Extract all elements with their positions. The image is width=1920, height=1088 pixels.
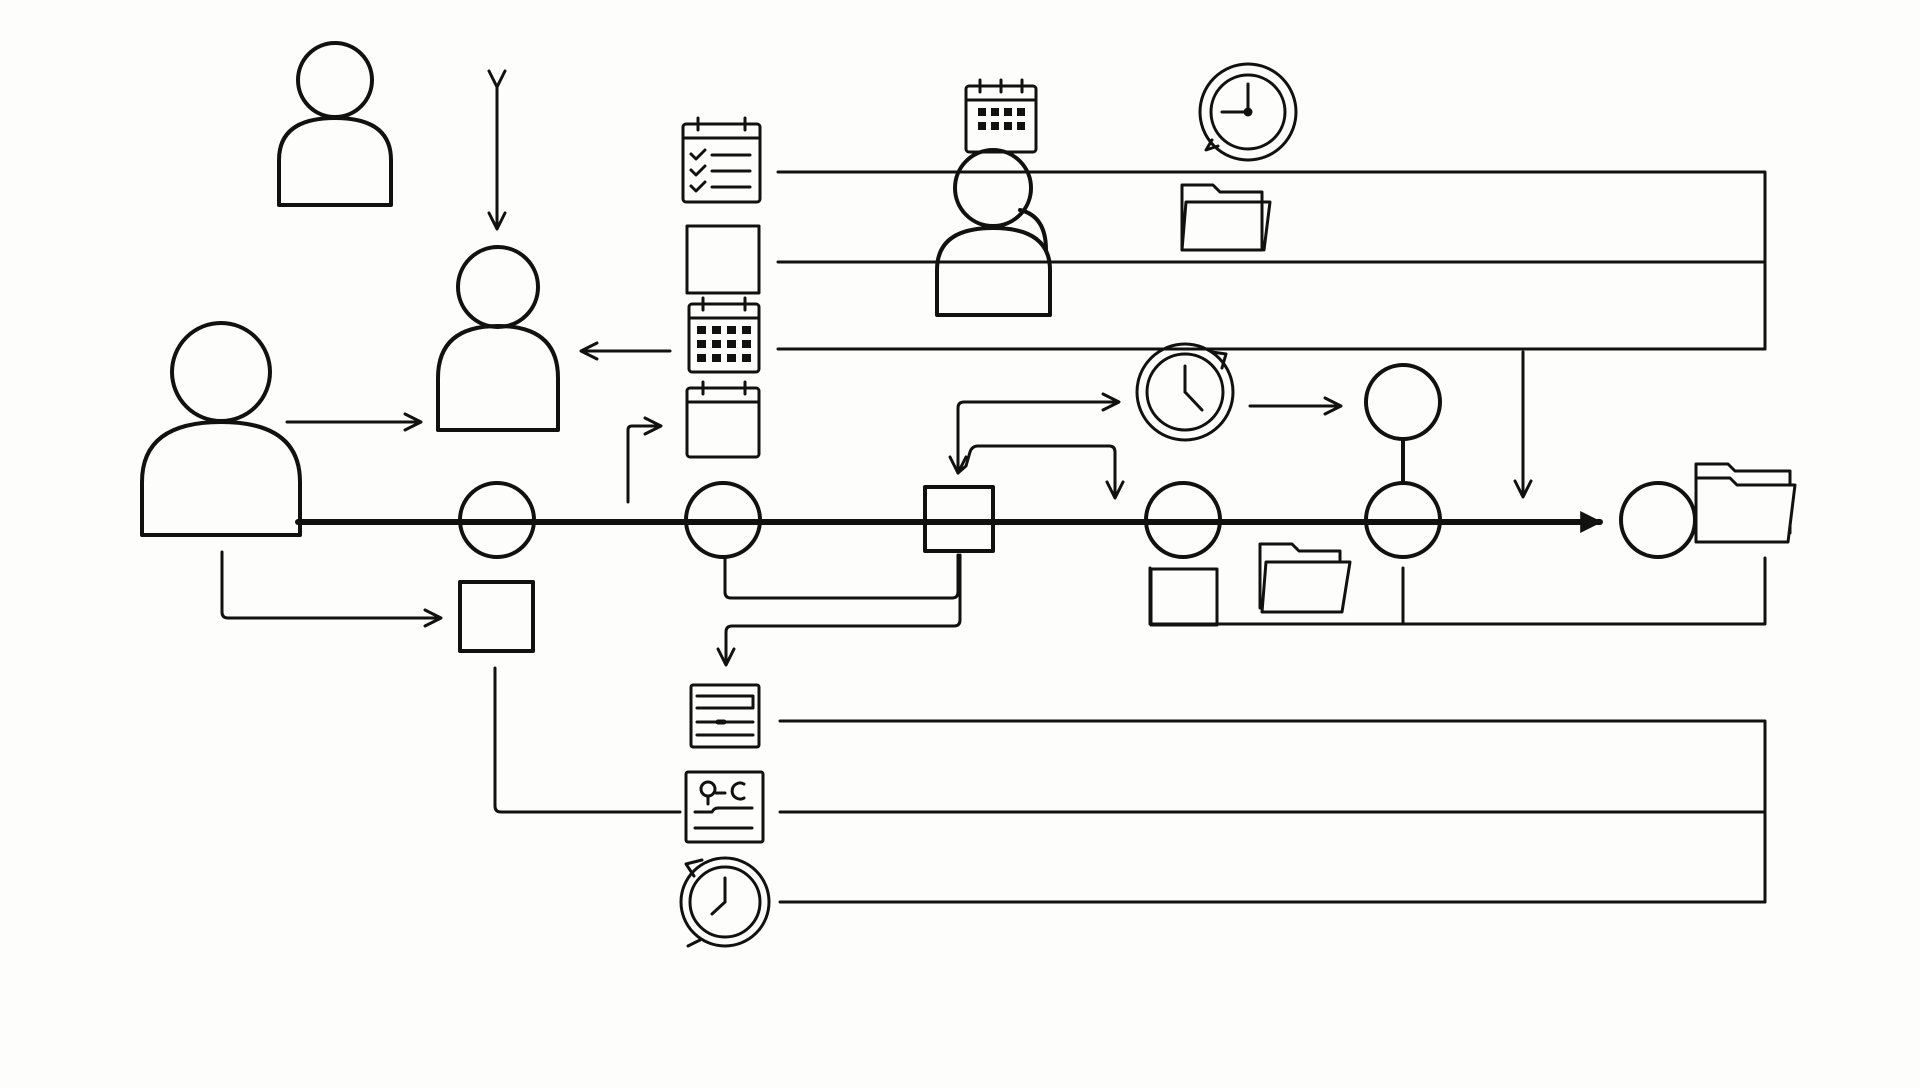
calendar-icon (685, 380, 761, 459)
document-icon (684, 770, 765, 844)
circle-node-4 (1364, 481, 1442, 559)
person-icon (277, 41, 393, 207)
gateway-square (923, 485, 995, 553)
clock-icon (1198, 62, 1298, 162)
square-icon (458, 580, 535, 653)
circle-node-upper-right (1364, 363, 1442, 441)
line-lower-bracket (1148, 556, 1767, 626)
arrow-loop-to-gateway (956, 444, 1117, 475)
circle-node-end (1619, 481, 1697, 559)
folder-icon (1694, 462, 1797, 544)
clock-icon (679, 856, 771, 948)
form-icon (689, 683, 761, 749)
circle-node-3 (1144, 481, 1222, 559)
square-icon (1149, 567, 1219, 627)
arrow-person-to-square (220, 550, 443, 628)
folder-icon (1180, 183, 1272, 252)
circle-node-2 (684, 481, 762, 559)
line-circle-2-to-gateway (723, 553, 960, 600)
connector-lines (220, 69, 1767, 904)
line-row-form (778, 719, 1767, 904)
line-square-to-idcard (493, 666, 682, 814)
calendar-checklist-icon (681, 116, 762, 204)
calendar-icon (687, 296, 761, 374)
square-icon (685, 224, 761, 295)
circle-node-1 (458, 481, 536, 559)
folder-icon (1258, 542, 1352, 614)
arrow-bent-to-calendar (626, 416, 663, 504)
line-row-checklist (776, 170, 1767, 351)
clock-icon (1135, 342, 1235, 442)
arrow-gateway-down-to-form (716, 553, 962, 667)
person-icon (140, 321, 302, 537)
person-icon (436, 245, 560, 432)
arrow-gateway-to-clock (956, 392, 1121, 475)
calendar-icon (964, 78, 1038, 154)
person-icon (935, 148, 1052, 317)
